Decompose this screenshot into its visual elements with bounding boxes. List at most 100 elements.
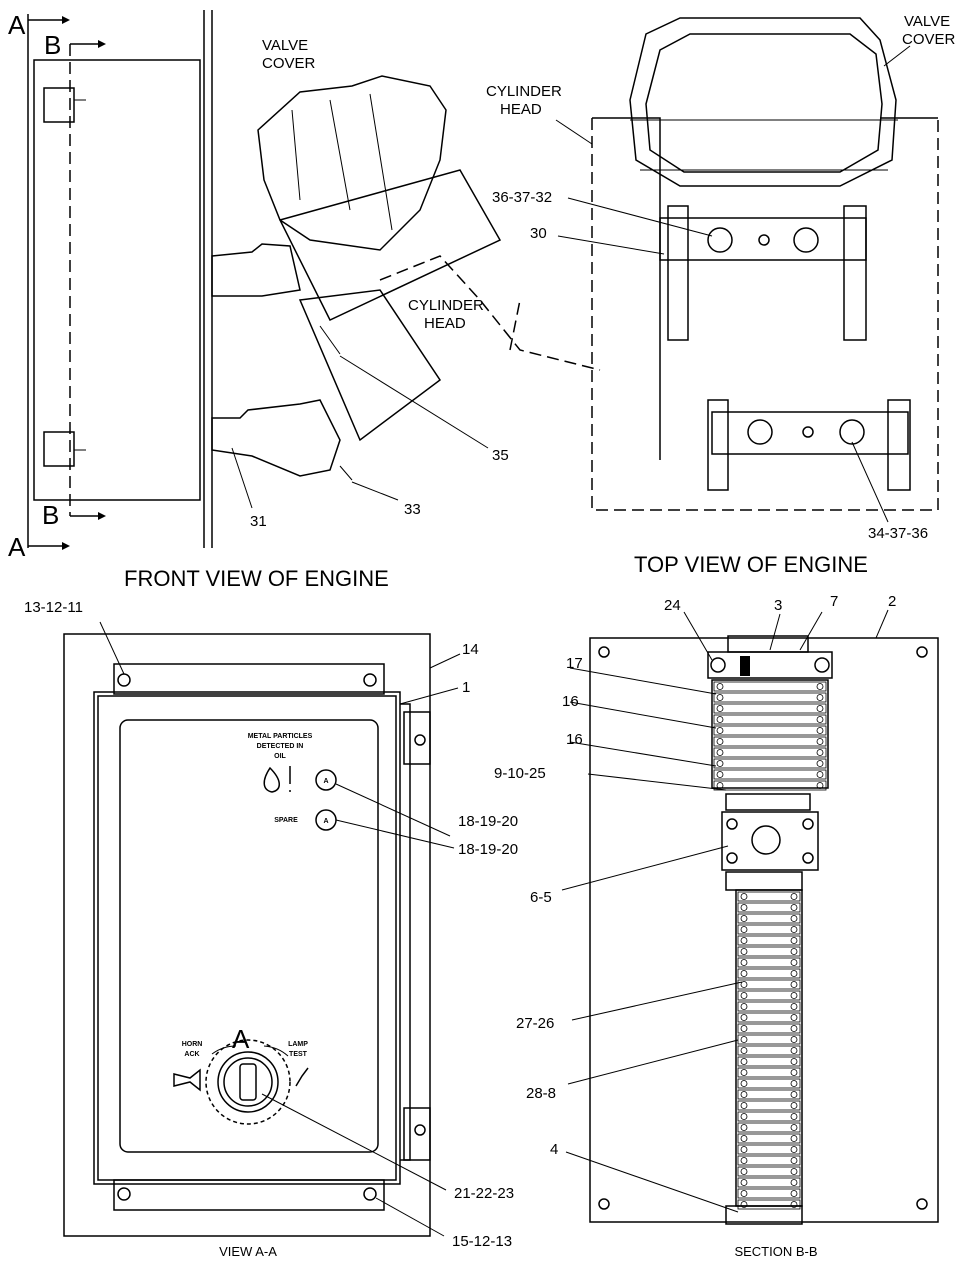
text-oil: OIL: [274, 753, 286, 760]
terminal-screw: [790, 1168, 798, 1175]
terminal-screw: [740, 1091, 748, 1098]
selector-bezel: [217, 1051, 279, 1113]
leader-35: [339, 355, 489, 449]
leader-1: [399, 687, 459, 705]
relay-screw-tr: [802, 818, 814, 830]
callout-36-37-32: 36-37-32: [492, 189, 552, 206]
terminal-screw: [790, 937, 798, 944]
terminal-screw: [790, 904, 798, 911]
valve-cover-rails: [630, 119, 898, 171]
terminal-row-lower: [737, 1056, 801, 1067]
terminal-screw: [816, 738, 824, 745]
hinge-bottom: [43, 431, 75, 467]
terminal-screw: [790, 970, 798, 977]
leader-cylinder-head: [555, 119, 593, 145]
terminal-screw: [740, 915, 748, 922]
terminal-row-lower: [737, 1089, 801, 1100]
hole-15-12-13: [363, 1187, 377, 1201]
section-b-b: 24 3 7 2 17 16 16 9-10-25 6-5 27-26 28-8…: [494, 593, 939, 1259]
terminal-screw: [716, 749, 724, 756]
terminal-row-lower: [737, 1199, 801, 1210]
callout-16-b: 16: [566, 731, 583, 748]
terminal-screw: [740, 1190, 748, 1197]
rail-end-middle: [725, 793, 811, 811]
callout-24: 24: [664, 597, 681, 614]
terminal-screw: [790, 1047, 798, 1054]
terminal-screw: [816, 705, 824, 712]
terminal-screw: [790, 1113, 798, 1120]
terminal-screw: [740, 1135, 748, 1142]
section-line-a: [27, 14, 62, 548]
breaker-terminal-7: [814, 657, 830, 673]
top-view-title: TOP VIEW OF ENGINE: [634, 552, 868, 577]
section-line-b: [70, 43, 98, 517]
port-lower-left: [747, 419, 773, 445]
terminal-screw: [740, 1014, 748, 1021]
latch-screw-top: [414, 734, 426, 746]
leader-4: [565, 1151, 739, 1213]
callout-30: 30: [530, 225, 547, 242]
terminal-row-lower: [737, 1012, 801, 1023]
terminal-strip-rows: [737, 891, 801, 1210]
callout-9-10-25: 9-10-25: [494, 765, 546, 782]
terminal-screw: [740, 904, 748, 911]
label-valve-cover-1: VALVE: [904, 13, 950, 30]
callout-27-26: 27-26: [516, 1015, 554, 1032]
terminal-row-lower: [737, 913, 801, 924]
terminal-screw: [740, 937, 748, 944]
leader-33: [351, 481, 399, 501]
terminal-row-lower: [737, 935, 801, 946]
terminal-row-lower: [737, 1133, 801, 1144]
leader-7: [799, 611, 823, 651]
terminal-row-upper: [713, 758, 827, 769]
terminal-screw: [790, 1124, 798, 1131]
terminal-screw: [716, 683, 724, 690]
leader-36-37-32: [567, 197, 713, 237]
terminal-screw: [790, 1080, 798, 1087]
terminal-row-lower: [737, 1001, 801, 1012]
terminal-screw: [740, 1179, 748, 1186]
label-cylinder-head-1: CYLINDER: [408, 297, 484, 314]
top-view: VALVE COVER CYLINDER HEAD 36-37-32 30 34…: [486, 13, 956, 577]
hole-top-right: [363, 673, 377, 687]
valve-cover-ribs: [291, 93, 393, 231]
terminal-row-lower: [737, 902, 801, 913]
relay-screw-bl: [726, 852, 738, 864]
terminal-row-lower: [737, 968, 801, 979]
terminal-screw: [740, 1025, 748, 1032]
callout-15-12-13: 15-12-13: [452, 1233, 512, 1250]
callout-33: 33: [404, 501, 421, 518]
terminal-screw: [790, 926, 798, 933]
engine-block-upper: [278, 169, 502, 321]
text-test: TEST: [289, 1051, 308, 1058]
terminal-screw: [716, 716, 724, 723]
latch-screw-bottom: [414, 1124, 426, 1136]
terminal-screw: [816, 771, 824, 778]
terminal-row-upper: [713, 692, 827, 703]
callout-18-19-20-b: 18-19-20: [458, 841, 518, 858]
terminal-screw: [790, 915, 798, 922]
section-marker-a-bottom: A: [8, 532, 26, 562]
cylinder-head-outline: [379, 255, 601, 371]
callout-4: 4: [550, 1141, 558, 1158]
valve-cover-inner: [645, 33, 883, 173]
mounting-plate: [203, 10, 213, 548]
label-cylinder-head-2: HEAD: [424, 315, 466, 332]
section-marker-b-top: B: [44, 30, 61, 60]
terminal-screw: [816, 683, 824, 690]
terminal-block-upper: [713, 681, 827, 791]
leader-13-12-11: [99, 621, 125, 675]
terminal-screw: [740, 1102, 748, 1109]
terminal-row-lower: [737, 1166, 801, 1177]
terminal-screw: [716, 705, 724, 712]
callout-1: 1: [462, 679, 470, 696]
port-36-37-32: [707, 227, 733, 253]
panel-side-outline: [33, 59, 201, 501]
terminal-row-lower: [737, 1122, 801, 1133]
leader-18-19-20-a: [335, 783, 451, 837]
checkmark-icon: [295, 1067, 309, 1087]
callout-28-8: 28-8: [526, 1085, 556, 1102]
terminal-screw: [740, 1036, 748, 1043]
terminal-screw: [816, 760, 824, 767]
terminal-row-lower: [737, 1067, 801, 1078]
